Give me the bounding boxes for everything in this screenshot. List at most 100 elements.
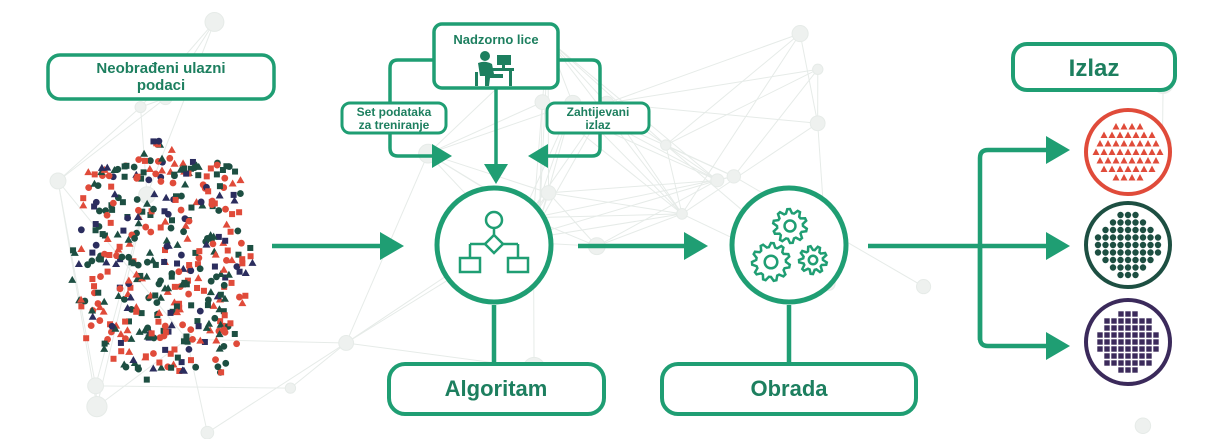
network-edge xyxy=(800,34,818,124)
network-node xyxy=(810,116,825,131)
network-edge xyxy=(549,180,718,193)
data-point-triangle xyxy=(223,221,231,228)
data-point-dot xyxy=(158,178,165,185)
cluster-square xyxy=(1125,346,1130,351)
network-node xyxy=(916,280,930,294)
cluster-square xyxy=(1146,346,1151,351)
data-point-square xyxy=(95,290,101,296)
cluster-square xyxy=(1104,353,1109,358)
data-point-dot xyxy=(198,199,205,206)
network-node xyxy=(661,140,671,150)
data-point-triangle xyxy=(143,273,151,280)
cluster-dot xyxy=(1155,242,1161,248)
supervisor-box: Nadzorno lice xyxy=(434,24,558,88)
data-point-square xyxy=(186,262,192,268)
data-point-triangle xyxy=(125,277,133,284)
data-point-square xyxy=(174,261,180,267)
data-point-square xyxy=(149,330,155,336)
data-point-square xyxy=(229,280,235,286)
data-point-dot xyxy=(135,156,142,163)
cluster-dot xyxy=(1117,212,1123,218)
network-node xyxy=(339,336,354,351)
cluster-dot xyxy=(1117,257,1123,263)
data-point-triangle xyxy=(100,298,108,305)
algorithm-label-box: Algoritam xyxy=(389,364,604,414)
raw-input-label-line2: podaci xyxy=(137,77,185,94)
cluster-dot xyxy=(1132,249,1138,255)
data-point-dot xyxy=(222,206,229,213)
data-point-dot xyxy=(187,267,194,274)
data-point-square xyxy=(139,310,145,316)
data-point-dot xyxy=(96,317,103,324)
data-point-dot xyxy=(180,228,187,235)
data-point-square xyxy=(91,283,97,289)
cluster-dot xyxy=(1140,242,1146,248)
network-node xyxy=(285,383,295,393)
cluster-dot xyxy=(1125,249,1131,255)
network-edge xyxy=(58,181,97,407)
cluster-square xyxy=(1104,318,1109,323)
cluster-square xyxy=(1132,318,1137,323)
cluster-dot xyxy=(1102,227,1108,233)
cluster-dot xyxy=(1147,242,1153,248)
cluster-square xyxy=(1104,346,1109,351)
network-node xyxy=(677,209,688,220)
data-point-square xyxy=(152,292,158,298)
data-point-square xyxy=(156,360,162,366)
cluster-square xyxy=(1118,353,1123,358)
data-point-dot xyxy=(166,155,173,162)
cluster-square xyxy=(1146,325,1151,330)
data-point-square xyxy=(168,365,174,371)
cluster-dot xyxy=(1132,272,1138,278)
network-edge xyxy=(533,176,733,217)
data-point-square xyxy=(237,269,243,275)
cluster-square xyxy=(1118,339,1123,344)
data-point-triangle xyxy=(205,320,213,327)
data-point-dot xyxy=(171,172,178,179)
data-point-square xyxy=(108,184,114,190)
data-point-dot xyxy=(144,324,151,331)
data-point-triangle xyxy=(236,176,244,183)
cluster-square xyxy=(1139,346,1144,351)
data-point-triangle xyxy=(242,269,250,276)
network-edge xyxy=(187,339,346,343)
data-point-square xyxy=(188,357,194,363)
data-point-square xyxy=(120,228,126,234)
data-point-square xyxy=(194,285,200,291)
data-point-dot xyxy=(233,340,240,347)
network-node xyxy=(135,102,146,113)
data-point-dot xyxy=(168,270,175,277)
cluster-square xyxy=(1118,318,1123,323)
data-point-square xyxy=(217,183,223,189)
data-point-triangle xyxy=(129,356,137,363)
output-box: Izlaz xyxy=(1013,44,1175,90)
desired-output-box: Zahtijevani izlaz xyxy=(547,103,649,133)
network-edge xyxy=(187,339,207,432)
data-point-dot xyxy=(78,226,85,233)
raw-input-box: Neobrađeni ulazni podaci xyxy=(48,55,274,99)
data-point-dot xyxy=(221,282,228,289)
cluster-dot xyxy=(1140,264,1146,270)
cluster-dot xyxy=(1147,249,1153,255)
data-point-square xyxy=(188,205,194,211)
data-point-square xyxy=(232,331,238,337)
network-node xyxy=(201,426,214,439)
network-node xyxy=(205,13,224,32)
data-point-dot xyxy=(145,176,152,183)
cluster-dot xyxy=(1132,227,1138,233)
cluster-square xyxy=(1125,339,1130,344)
data-point-square xyxy=(161,259,167,265)
cluster-square xyxy=(1139,332,1144,337)
data-point-dot xyxy=(152,170,159,177)
network-edge xyxy=(607,69,818,103)
data-point-dot xyxy=(221,175,228,182)
data-point-square xyxy=(222,312,228,318)
network-node xyxy=(792,26,808,42)
data-point-dot xyxy=(123,364,130,371)
data-point-dot xyxy=(117,285,124,292)
processing-label-box: Obrada xyxy=(662,364,916,414)
data-point-square xyxy=(128,259,134,265)
data-point-square xyxy=(122,319,128,325)
data-point-dot xyxy=(147,229,154,236)
